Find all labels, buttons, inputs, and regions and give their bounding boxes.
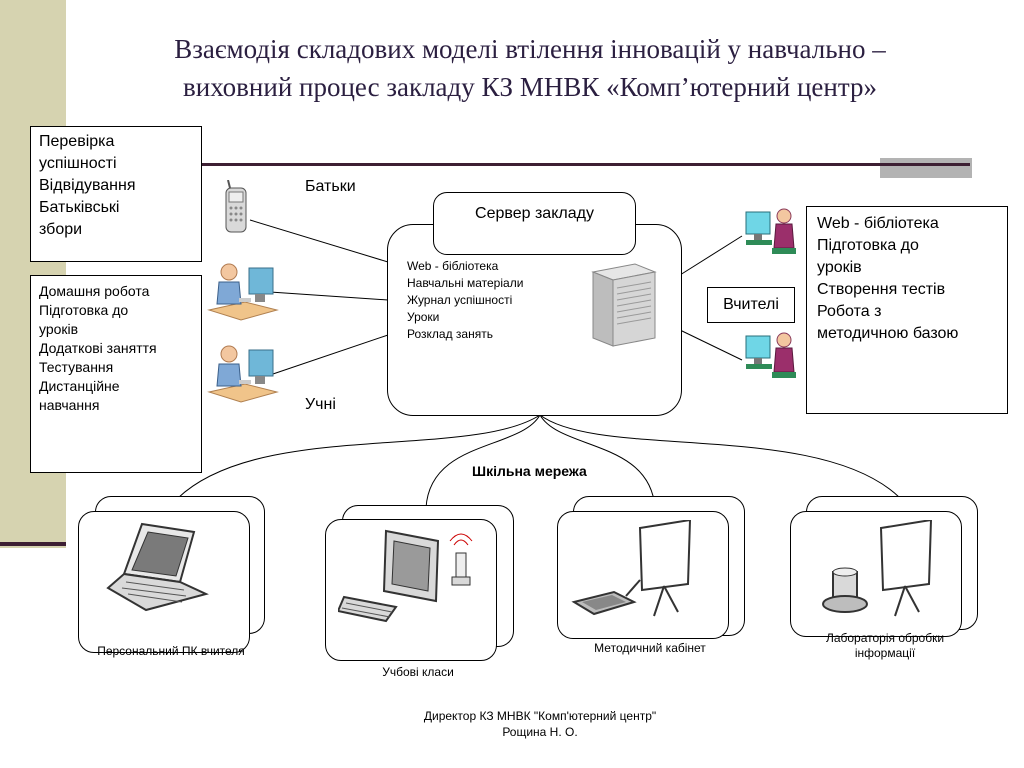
students-item: Домашня робота <box>39 283 150 299</box>
title-rule <box>30 163 970 166</box>
students-item: Тестування <box>39 359 114 375</box>
footer-line-2: Рощина Н. О. <box>502 725 578 739</box>
students-label: Учні <box>305 396 336 413</box>
projector-screen-icon <box>822 520 933 617</box>
teachers-item: Підготовка до <box>817 237 919 254</box>
parents-item: збори <box>39 221 83 238</box>
node-card <box>790 511 962 637</box>
students-item: уроків <box>39 321 79 337</box>
node-caption: Учбові класи <box>382 665 454 679</box>
parents-label: Батьки <box>305 178 356 195</box>
students-item: Додаткові заняття <box>39 340 157 356</box>
node-caption: Персональний ПК вчителя <box>97 644 245 658</box>
student-at-computer-icon <box>207 345 279 403</box>
parents-item: успішності <box>39 155 117 172</box>
students-item: навчання <box>39 397 100 413</box>
parents-box: Перевірка успішності Відвідування Батькі… <box>30 126 202 262</box>
line-student-1 <box>269 291 389 301</box>
server-tower-icon <box>591 263 657 347</box>
server-item: Навчальні матеріали <box>407 276 524 290</box>
server-item: Web - бібліотека <box>407 259 499 273</box>
mobile-phone-icon <box>225 180 247 233</box>
title-line-2: виховний процес закладу КЗ МНВК «Комп’ют… <box>183 72 877 102</box>
line-teacher-2 <box>679 329 743 361</box>
line-student-2 <box>269 334 389 376</box>
teachers-item: Створення тестів <box>817 281 946 298</box>
line-teacher-1 <box>679 235 743 276</box>
page-title: Взаємодія складових моделі втілення інно… <box>90 30 970 106</box>
teacher-at-computer-icon <box>745 208 796 254</box>
node-caption: Методичний кабінет <box>594 641 706 655</box>
parents-item: Перевірка <box>39 133 115 150</box>
teachers-item: Робота з <box>817 303 882 320</box>
students-item: Підготовка до <box>39 302 129 318</box>
network-label: Шкільна мережа <box>472 463 587 479</box>
footer-line-1: Директор КЗ МНВК "Комп'ютерний центр" <box>423 709 657 723</box>
teachers-item: Web - бібліотека <box>817 215 939 232</box>
side-rule <box>0 542 66 546</box>
student-at-computer-icon <box>207 263 279 321</box>
server-item: Розклад занять <box>407 327 493 341</box>
node-caption: Лабораторія обробки інформації <box>825 631 945 660</box>
teachers-item: методичною базою <box>817 325 959 342</box>
parents-item: Батьківські <box>39 199 120 216</box>
parents-item: Відвідування <box>39 177 136 194</box>
server-item: Журнал успішності <box>407 293 513 307</box>
teachers-label: Вчителі <box>707 287 795 323</box>
line-node-4 <box>539 414 901 499</box>
line-node-3 <box>539 414 656 509</box>
line-node-2 <box>425 414 541 509</box>
teacher-at-computer-icon <box>745 332 796 378</box>
students-item: Дистанційне <box>39 378 120 394</box>
laptop-icon <box>106 522 209 612</box>
server-resources-list: Web - бібліотека Навчальні матеріали Жур… <box>407 258 523 343</box>
server-title: Сервер закладу <box>433 192 636 255</box>
desktop-computer-icon <box>338 529 473 623</box>
server-item: Уроки <box>407 310 440 324</box>
teachers-item: уроків <box>817 259 862 276</box>
projector-screen-icon <box>571 520 692 617</box>
title-line-1: Взаємодія складових моделі втілення інно… <box>174 34 886 64</box>
footer: Директор КЗ МНВК "Комп'ютерний центр" Ро… <box>380 708 700 740</box>
teachers-box: Web - бібліотека Підготовка до уроків Ст… <box>806 206 1008 414</box>
students-box: Домашня робота Підготовка до уроків Дода… <box>30 275 202 473</box>
line-parents <box>249 219 389 263</box>
line-node-1 <box>177 414 541 499</box>
